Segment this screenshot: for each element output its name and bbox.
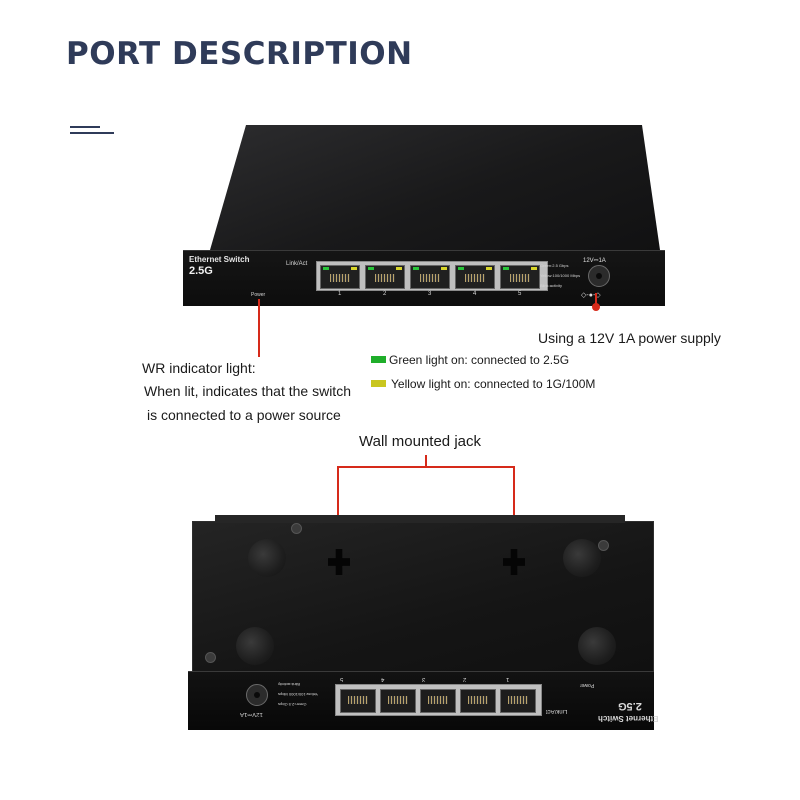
led-legend-blink: Blink:activity (278, 682, 301, 687)
polarity-icon: ◇-●-◇ (581, 292, 601, 299)
rubber-foot (236, 627, 274, 665)
port-number: 3 (428, 291, 432, 297)
ethernet-port (340, 689, 376, 713)
switch-top-cover (210, 125, 660, 250)
rj45-contacts (465, 274, 485, 282)
led-legend-yellow: Yellow:100/1000 Mbps (540, 273, 581, 278)
port-number: 3 (422, 676, 426, 682)
port-number: 1 (338, 291, 342, 297)
rj45-contacts (348, 696, 368, 704)
callout-line (337, 466, 339, 544)
rj45-contacts (428, 696, 448, 704)
ethernet-port (380, 689, 416, 713)
green-swatch-icon (371, 356, 386, 363)
led-legend-green: Green:2.5 Gbps (278, 702, 307, 707)
switch-front-panel: 12V⎓1A Blink:activity Yellow:100/1000 Mb… (188, 671, 658, 730)
port-number: 5 (518, 291, 522, 297)
ethernet-port-block (335, 684, 542, 716)
dc-rating-label: 12V⎓1A (240, 711, 263, 717)
port-number: 2 (463, 676, 467, 682)
brand-label: Ethernet Switch (598, 714, 659, 723)
yellow-swatch-icon (371, 380, 386, 387)
power-led-label: Power (580, 682, 595, 688)
power-supply-note: Using a 12V 1A power supply (538, 330, 721, 346)
green-led-icon (323, 267, 329, 270)
callout-line (595, 293, 597, 307)
ethernet-port (455, 265, 495, 289)
wall-jack-note: Wall mounted jack (359, 433, 481, 450)
yellow-led-icon (351, 267, 357, 270)
callout-line (513, 466, 515, 544)
green-light-note: Green light on: connected to 2.5G (389, 353, 570, 367)
rj45-contacts (330, 274, 350, 282)
screw (205, 652, 216, 663)
ethernet-port (410, 265, 450, 289)
power-led-label: Power (251, 292, 266, 298)
wall-mount-slot (328, 549, 350, 575)
callout-dot (592, 303, 600, 311)
rj45-contacts (510, 274, 530, 282)
callout-line (258, 299, 260, 357)
rj45-contacts (508, 696, 528, 704)
rj45-contacts (375, 274, 395, 282)
port-number: 1 (506, 676, 510, 682)
title-underline (70, 132, 114, 134)
green-led-icon (413, 267, 419, 270)
title-underline (70, 126, 100, 128)
green-led-icon (458, 267, 464, 270)
port-number: 2 (383, 291, 387, 297)
switch-base-plate (192, 521, 654, 673)
indicator-note-line: When lit, indicates that the switch (144, 383, 351, 399)
dc-rating-label: 12V⎓1A (583, 258, 606, 264)
port-number: 4 (473, 291, 477, 297)
brand-speed-label: 2.5G (189, 265, 213, 277)
switch-front-view: Ethernet Switch 2.5G Power Link/Act 1 2 … (180, 120, 670, 310)
port-number: 4 (381, 676, 385, 682)
yellow-led-icon (396, 267, 402, 270)
led-legend-yellow: Yellow:100/1000 Mbps (278, 692, 319, 697)
rj45-contacts (468, 696, 488, 704)
ethernet-port (365, 265, 405, 289)
screw (291, 523, 302, 534)
callout-line (425, 455, 427, 467)
yellow-led-icon (441, 267, 447, 270)
callout-line (337, 466, 515, 468)
brand-label: Ethernet Switch (189, 255, 250, 264)
rubber-foot (563, 539, 601, 577)
led-legend-green: Green:2.5 Gbps (540, 263, 569, 268)
rj45-contacts (388, 696, 408, 704)
switch-bottom-view: 12V⎓1A Blink:activity Yellow:100/1000 Mb… (180, 515, 660, 730)
yellow-led-icon (486, 267, 492, 270)
dc-power-jack (246, 684, 268, 706)
link-act-label: Link/Act (546, 708, 568, 714)
green-led-icon (503, 267, 509, 270)
screw (598, 540, 609, 551)
led-legend-blink: Blink:activity (540, 283, 563, 288)
ethernet-port (500, 689, 536, 713)
switch-rim (215, 515, 625, 523)
indicator-note-title: WR indicator light: (142, 360, 256, 376)
yellow-light-note: Yellow light on: connected to 1G/100M (391, 377, 596, 391)
rubber-foot (578, 627, 616, 665)
rubber-foot (248, 539, 286, 577)
dc-power-jack (588, 265, 610, 287)
green-led-icon (368, 267, 374, 270)
rj45-contacts (420, 274, 440, 282)
ethernet-port (420, 689, 456, 713)
ethernet-port (460, 689, 496, 713)
ethernet-port (500, 265, 540, 289)
port-number: 5 (340, 676, 344, 682)
indicator-note-line: is connected to a power source (147, 407, 341, 423)
switch-front-panel: Ethernet Switch 2.5G Power Link/Act 1 2 … (183, 250, 665, 306)
ethernet-port (320, 265, 360, 289)
wall-mount-slot (503, 549, 525, 575)
link-act-label: Link/Act (286, 261, 308, 267)
ethernet-port-block (316, 261, 548, 291)
yellow-led-icon (531, 267, 537, 270)
brand-speed-label: 2.5G (618, 700, 642, 712)
page-title: PORT DESCRIPTION (66, 36, 413, 72)
